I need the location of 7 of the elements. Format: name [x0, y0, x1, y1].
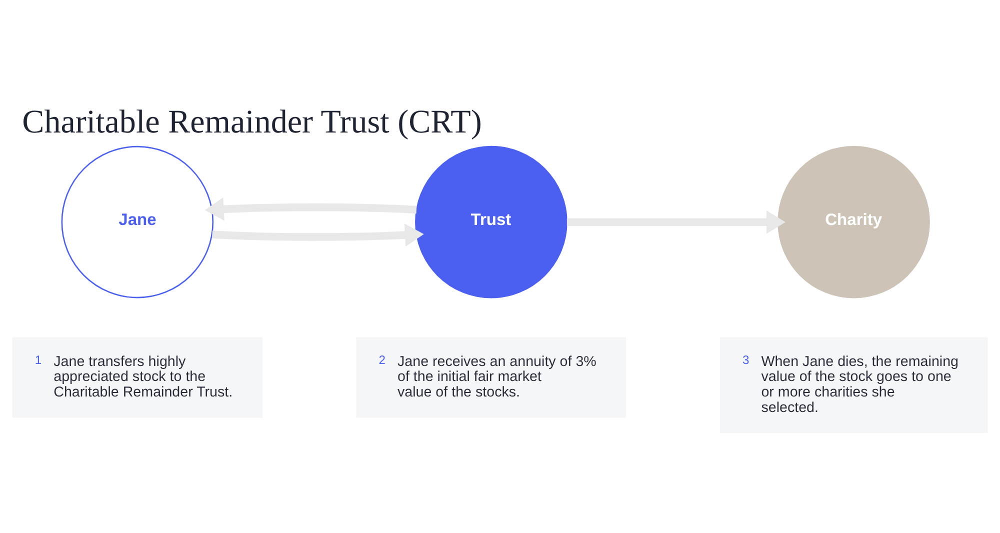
node-circle: Jane	[61, 145, 214, 298]
arrow	[204, 197, 417, 220]
arrow	[566, 210, 786, 234]
node-circle: Trust	[415, 145, 568, 298]
arrow	[212, 222, 424, 246]
diagram-title: Charitable Remainder Trust (CRT)	[22, 104, 482, 140]
node-circle: Charity	[778, 145, 930, 298]
